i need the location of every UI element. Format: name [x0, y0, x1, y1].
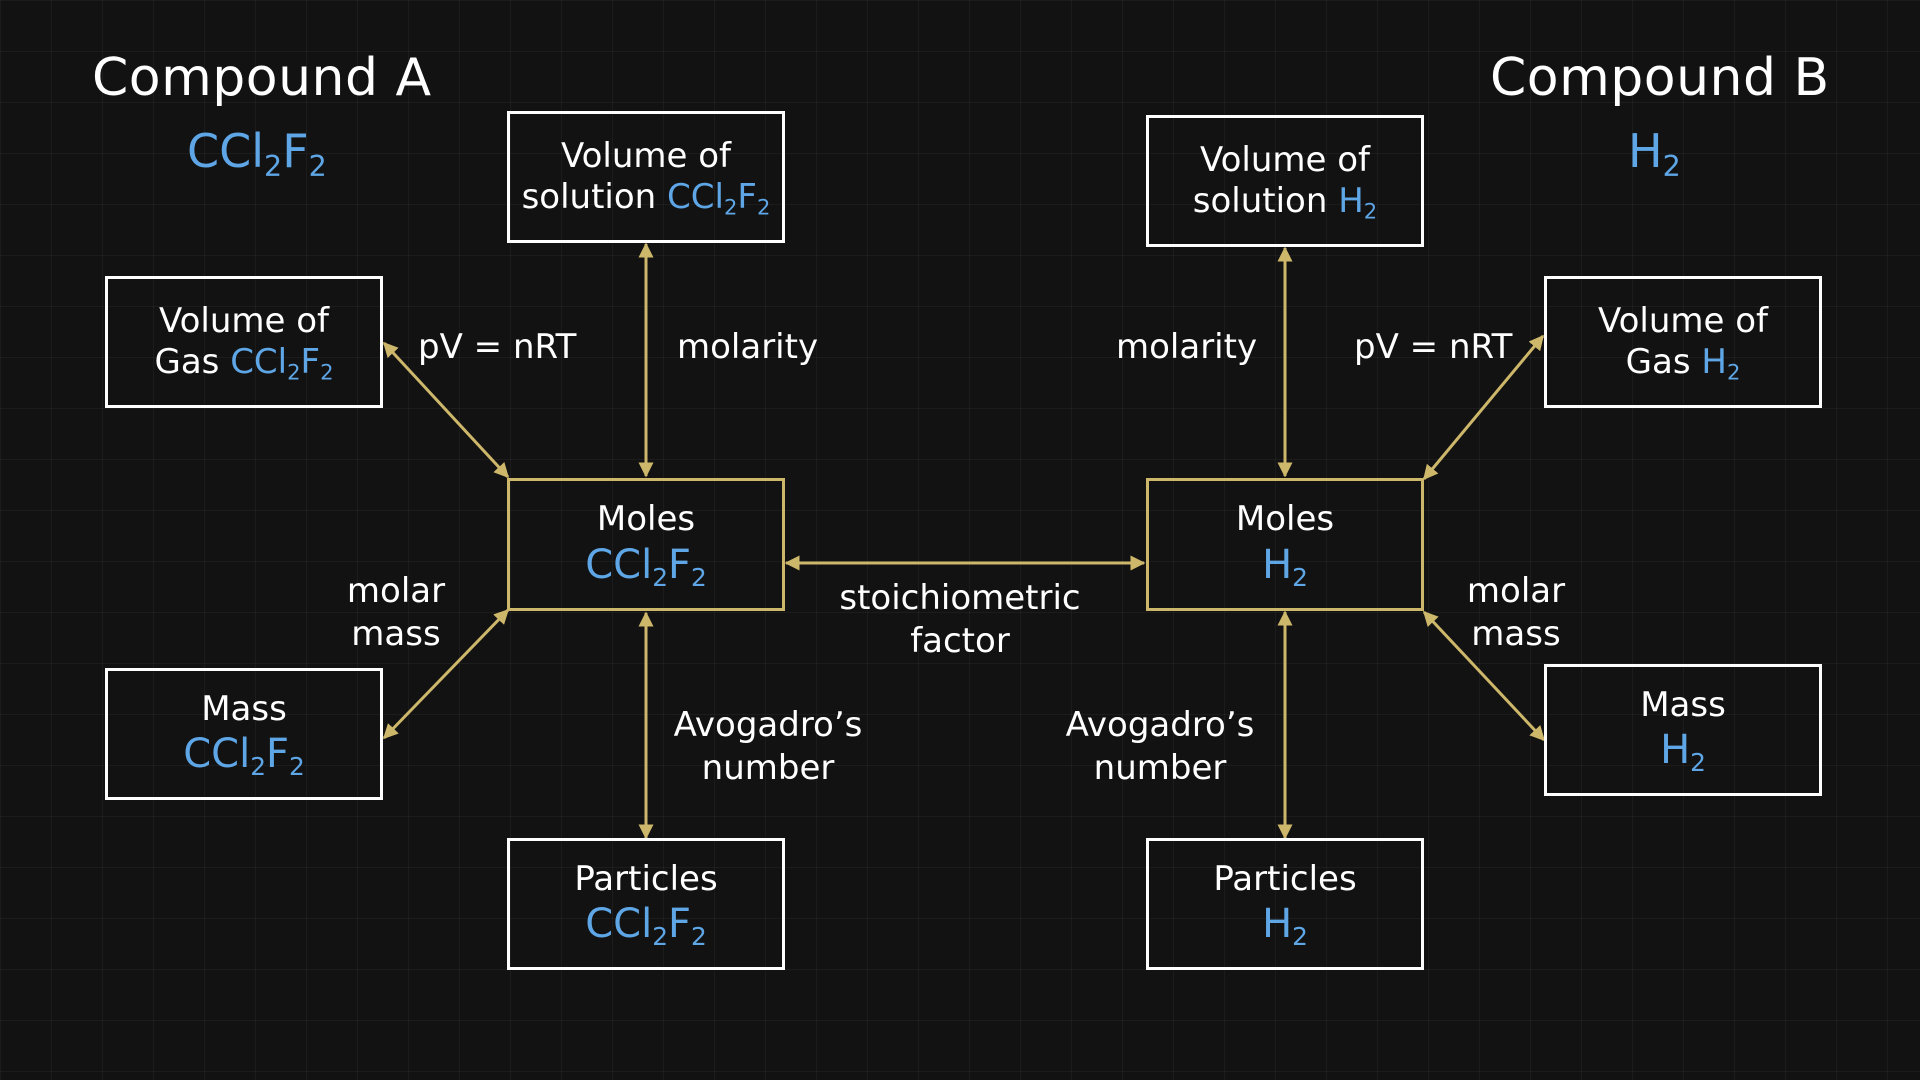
- box-b-moles: Moles H2: [1146, 478, 1424, 611]
- box-b-particles-formula-line: H2: [1262, 900, 1308, 949]
- label-a-avogadro-line1: Avogadro’s: [673, 705, 863, 745]
- box-a-mass-formula: CCl2F2: [183, 731, 305, 782]
- box-b-moles-formula-line: H2: [1262, 541, 1308, 590]
- label-b-molarity: molarity: [1116, 327, 1258, 367]
- label-a-molar-mass: molar mass: [340, 570, 452, 655]
- box-b-volume-solution: Volume of solution H2: [1146, 115, 1424, 247]
- box-a-volume-solution-formula: CCl2F2: [667, 177, 771, 220]
- box-a-volume-gas-formula: CCl2F2: [230, 342, 334, 385]
- box-a-volume-gas: Volume of Gas CCl2F2: [105, 276, 383, 408]
- box-b-moles-formula: H2: [1262, 541, 1308, 592]
- box-a-volume-solution: Volume of solution CCl2F2: [507, 111, 785, 243]
- box-b-mass-line1: Mass: [1640, 684, 1726, 725]
- box-a-mass: Mass CCl2F2: [105, 668, 383, 800]
- box-a-volume-gas-line1: Volume of: [158, 300, 330, 341]
- box-a-particles: Particles CCl2F2: [507, 838, 785, 970]
- label-a-molar-mass-line2: mass: [351, 613, 441, 654]
- box-b-volume-gas-line1: Volume of: [1597, 300, 1769, 341]
- box-a-moles-formula: CCl2F2: [585, 541, 707, 592]
- box-b-mass-formula: H2: [1660, 727, 1706, 778]
- box-b-volume-gas: Volume of Gas H2: [1544, 276, 1822, 408]
- box-a-particles-formula-line: CCl2F2: [585, 900, 707, 949]
- box-a-moles: Moles CCl2F2: [507, 478, 785, 611]
- box-a-particles-formula: CCl2F2: [585, 901, 707, 952]
- arrow-b-mass-moles: [1422, 610, 1546, 742]
- label-b-avogadro-line2: number: [1093, 747, 1227, 788]
- label-b-molar-mass-line2: mass: [1471, 613, 1561, 654]
- label-a-molarity: molarity: [677, 327, 819, 367]
- arrow-a-mass-moles: [382, 608, 510, 740]
- label-b-molar-mass-line1: molar: [1466, 571, 1566, 611]
- box-b-mass: Mass H2: [1544, 664, 1822, 796]
- box-a-moles-formula-line: CCl2F2: [585, 541, 707, 590]
- box-b-mass-formula-line: H2: [1660, 726, 1706, 775]
- box-b-volume-solution-line1: Volume of: [1199, 139, 1371, 180]
- label-a-gas-law: pV = nRT: [418, 327, 577, 367]
- box-b-particles: Particles H2: [1146, 838, 1424, 970]
- box-b-moles-line1: Moles: [1235, 499, 1335, 540]
- label-b-avogadro: Avogadro’s number: [1060, 704, 1260, 789]
- box-b-particles-line1: Particles: [1213, 858, 1357, 899]
- box-b-volume-gas-formula: H2: [1701, 342, 1741, 385]
- label-b-molar-mass: molar mass: [1460, 570, 1572, 655]
- label-a-molar-mass-line1: molar: [346, 571, 446, 611]
- box-a-mass-formula-line: CCl2F2: [183, 730, 305, 779]
- box-a-moles-line1: Moles: [596, 499, 696, 540]
- compound-b-formula: H2: [1628, 124, 1681, 184]
- box-b-volume-solution-line2: solution H2: [1192, 181, 1378, 224]
- box-a-volume-solution-line1: Volume of: [560, 135, 732, 176]
- box-b-particles-formula: H2: [1262, 901, 1308, 952]
- label-b-gas-law: pV = nRT: [1354, 327, 1513, 367]
- box-a-volume-gas-line2: Gas CCl2F2: [154, 342, 334, 385]
- arrow-b-gas-moles: [1422, 334, 1545, 481]
- box-b-volume-solution-formula: H2: [1338, 181, 1378, 224]
- box-a-volume-solution-line2: solution CCl2F2: [521, 177, 771, 220]
- box-b-volume-gas-line2: Gas H2: [1625, 342, 1741, 385]
- label-stoichiometric-factor: stoichiometric factor: [830, 577, 1090, 662]
- compound-a-formula: CCl2F2: [187, 124, 327, 184]
- box-a-mass-line1: Mass: [201, 688, 287, 729]
- label-b-avogadro-line1: Avogadro’s: [1065, 705, 1255, 745]
- label-stoichiometric-line2: factor: [910, 620, 1010, 661]
- label-a-avogadro-line2: number: [701, 747, 835, 788]
- compound-a-title: Compound A: [92, 48, 432, 108]
- label-stoichiometric-line1: stoichiometric: [839, 578, 1081, 618]
- label-a-avogadro: Avogadro’s number: [668, 704, 868, 789]
- box-a-particles-line1: Particles: [574, 858, 718, 899]
- arrow-a-gas-moles: [382, 341, 510, 479]
- compound-b-title: Compound B: [1490, 48, 1830, 108]
